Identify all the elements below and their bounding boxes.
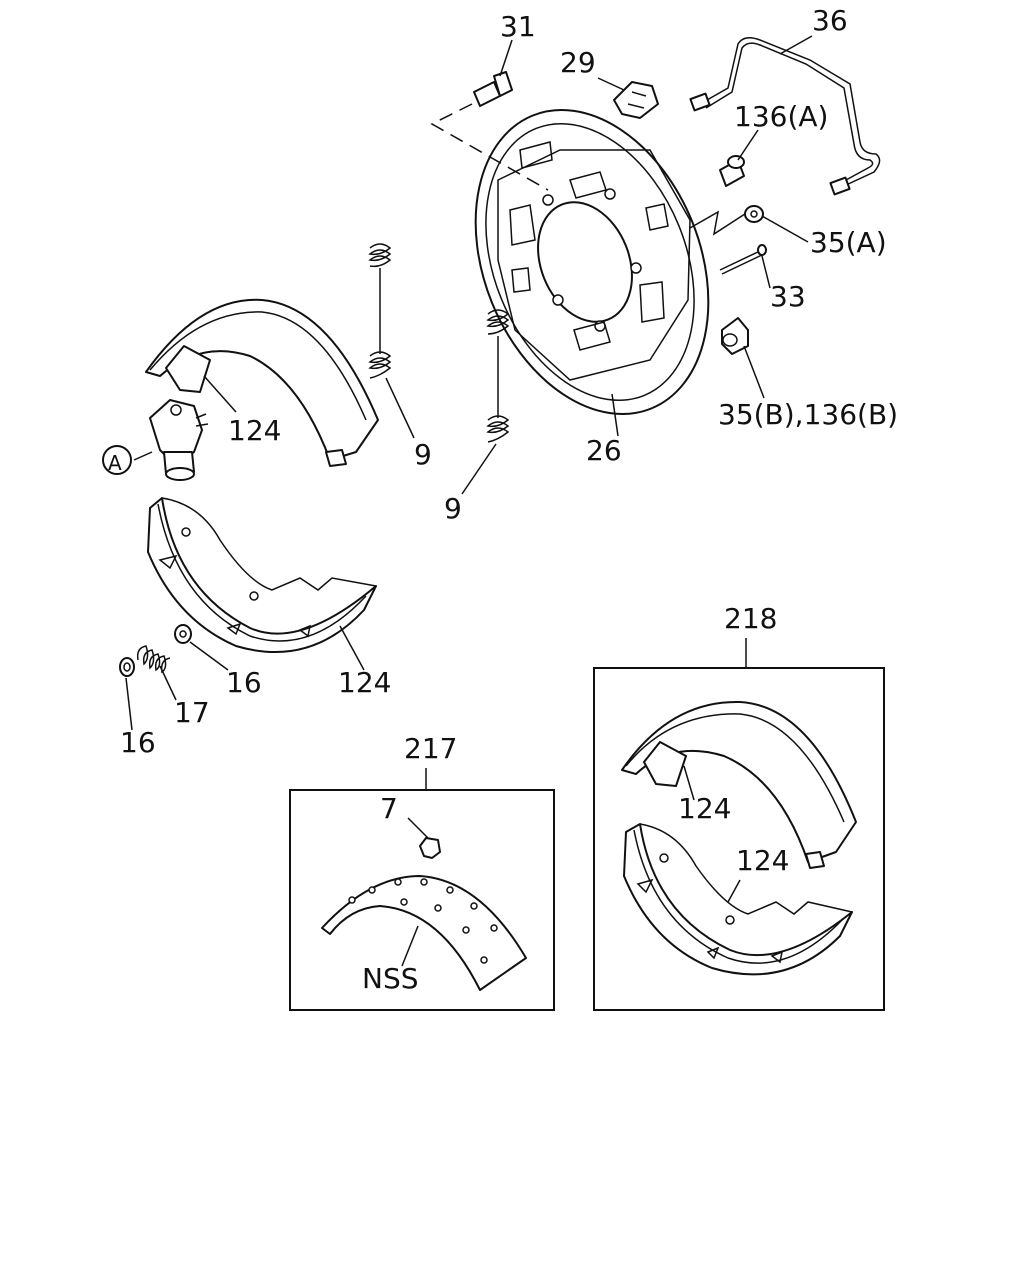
callout-124-upper: 124 [228,414,281,447]
kit-box-217 [289,789,555,1011]
callout-124-lower: 124 [338,666,391,699]
washer-16-left [119,657,135,677]
kit-shoe-lower [623,823,853,976]
callout-nss: NSS [362,962,419,995]
callout-9-upper: 9 [414,438,432,471]
washer-16-left-hole [123,662,131,672]
callout-31: 31 [500,10,536,43]
washer-35a [744,205,764,223]
callout-a-circle [102,445,132,475]
spring-9-upper [368,243,392,379]
washer-35a-hole [750,210,758,218]
leader-lines [125,35,813,967]
callout-36: 36 [812,4,848,37]
callout-124-box-upper: 124 [678,792,731,825]
spring-17 [136,645,171,674]
brake-shoe-lower [147,497,377,653]
callout-35b-136b: 35(B),136(B) [718,398,898,431]
kit-box-218 [593,667,885,1011]
kit-shoe-upper [621,700,857,869]
callout-17: 17 [174,696,210,729]
callout-9-lower: 9 [444,492,462,525]
brake-shoe-upper [145,298,379,467]
plug-35b-136b [721,317,749,355]
callout-136a: 136(A) [734,100,828,133]
callout-7: 7 [380,792,398,825]
plug-136a [719,155,745,187]
callout-124-box-lower: 124 [736,844,789,877]
callout-16-left: 16 [120,726,156,759]
pin-33 [719,244,767,275]
callout-26: 26 [586,434,622,467]
brake-pipe-36 [689,37,881,196]
alignment-line-bolt [430,103,549,191]
clip-29 [613,81,659,119]
spring-9-lower [486,309,510,443]
backing-plate [474,109,710,415]
bolt-31 [473,71,513,107]
washer-16-right-hole [179,630,187,638]
callout-217: 217 [404,732,457,765]
washer-16-right [174,624,192,644]
callout-35a: 35(A) [810,226,887,259]
callout-218: 218 [724,602,777,635]
callout-16-right: 16 [226,666,262,699]
wheel-cylinder [149,399,209,481]
callout-29: 29 [560,46,596,79]
rivet-7 [419,837,441,859]
brake-lining-nss [321,875,527,991]
alignment-line-pin [689,210,749,236]
callout-a: A [108,451,122,475]
callout-33: 33 [770,280,806,313]
